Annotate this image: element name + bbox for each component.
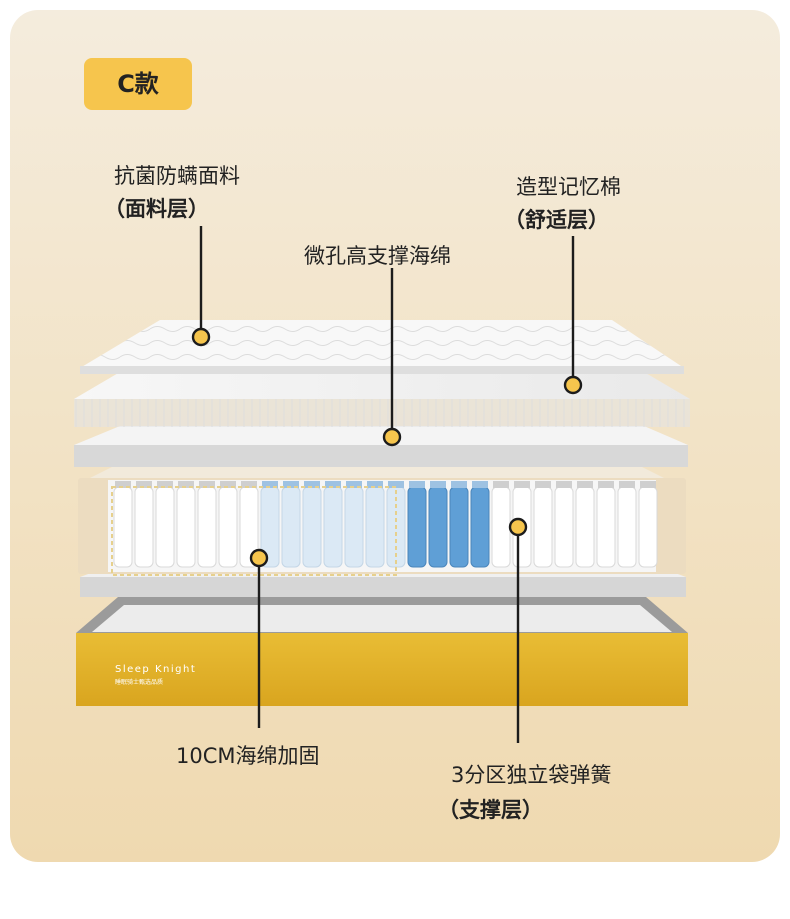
label-support-layer: （支撑层） <box>438 798 543 822</box>
pocket-spring <box>365 486 385 568</box>
pocket-spring <box>197 486 217 568</box>
pocket-spring-cap <box>157 481 173 488</box>
callout-lines <box>199 226 575 743</box>
pocket-spring-cap <box>514 481 530 488</box>
pocket-spring <box>176 486 196 568</box>
pocket-spring-cap <box>430 481 446 488</box>
support-foam-layer <box>74 426 688 467</box>
pocket-spring <box>491 486 511 568</box>
label-springs: 3分区独立袋弹簧 <box>451 763 612 787</box>
pocket-spring <box>218 486 238 568</box>
pocket-spring-cap <box>115 481 131 488</box>
pocket-spring <box>155 486 175 568</box>
pocket-spring <box>596 486 616 568</box>
pocket-spring <box>407 486 427 568</box>
label-memory-foam: 造型记忆棉 <box>516 175 621 199</box>
pocket-spring <box>533 486 553 568</box>
variant-badge: C款 <box>84 58 192 110</box>
spring-core <box>78 466 686 576</box>
pocket-spring-cap <box>598 481 614 488</box>
cover-fabric-layer <box>80 320 684 374</box>
pocket-spring <box>134 486 154 568</box>
marker-cover <box>191 327 211 347</box>
pocket-spring-cap <box>136 481 152 488</box>
pocket-spring-cap <box>493 481 509 488</box>
label-support-foam: 微孔高支撑海绵 <box>304 244 451 268</box>
mattress-base: Sleep Knight 睡眠骑士甄选品质 <box>76 597 688 706</box>
pocket-spring <box>344 486 364 568</box>
pocket-spring <box>449 486 469 568</box>
brand-logo: Sleep Knight <box>115 664 196 675</box>
pocket-spring <box>638 486 658 568</box>
marker-support-foam <box>382 427 402 447</box>
pocket-spring-cap <box>451 481 467 488</box>
label-edge-foam: 10CM海绵加固 <box>176 744 320 768</box>
pocket-spring <box>575 486 595 568</box>
pocket-spring <box>113 486 133 568</box>
pocket-spring-cap <box>388 481 404 488</box>
pocket-spring-cap <box>367 481 383 488</box>
pocket-spring <box>554 486 574 568</box>
label-cover: 抗菌防螨面料 <box>114 164 240 188</box>
pocket-spring-cap <box>619 481 635 488</box>
pocket-spring <box>302 486 322 568</box>
pocket-spring-cap <box>241 481 257 488</box>
callout-markers <box>191 327 583 568</box>
marker-memory-foam <box>563 375 583 395</box>
pocket-spring-cap <box>178 481 194 488</box>
brand-tagline: 睡眠骑士甄选品质 <box>115 678 163 686</box>
pocket-spring-cap <box>262 481 278 488</box>
pocket-spring-cap <box>220 481 236 488</box>
pocket-spring-cap <box>556 481 572 488</box>
memory-foam-layer <box>74 372 690 427</box>
pocket-spring <box>428 486 448 568</box>
marker-edge-foam <box>249 548 269 568</box>
pocket-spring-cap <box>346 481 362 488</box>
pocket-spring <box>617 486 637 568</box>
pocket-spring <box>470 486 490 568</box>
label-cover-layer: （面料层） <box>104 197 209 221</box>
pocket-spring-cap <box>304 481 320 488</box>
pocket-spring <box>281 486 301 568</box>
pocket-spring-cap <box>472 481 488 488</box>
pocket-spring-cap <box>640 481 656 488</box>
pocket-spring-cap <box>577 481 593 488</box>
pocket-spring <box>323 486 343 568</box>
marker-springs <box>508 517 528 537</box>
pocket-spring-cap <box>325 481 341 488</box>
pocket-spring-cap <box>199 481 215 488</box>
label-comfort-layer: （舒适层） <box>504 208 609 232</box>
pocket-spring-cap <box>535 481 551 488</box>
pocket-spring-cap <box>283 481 299 488</box>
pocket-spring-cap <box>409 481 425 488</box>
